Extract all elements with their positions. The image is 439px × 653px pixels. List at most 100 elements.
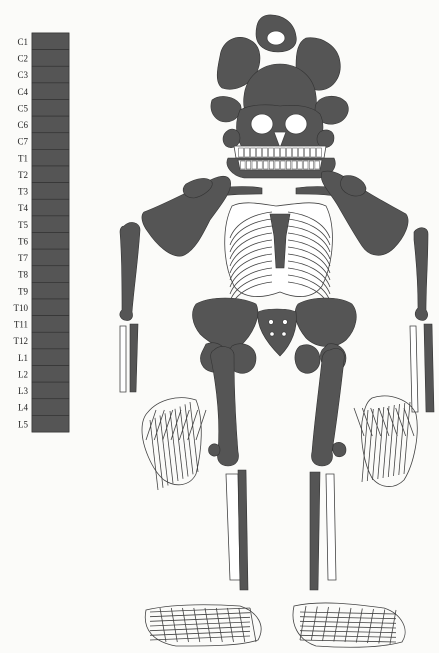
leg-left: [209, 347, 249, 590]
zygomatic-right: [317, 130, 334, 148]
sacral-foramen-3: [270, 332, 274, 336]
vertebra-cell-t8: [32, 266, 69, 283]
vertebra-label: C3: [17, 70, 28, 80]
foot-left: [145, 605, 261, 646]
hand-right-phalanx: [394, 404, 400, 476]
vertebra-label: C1: [17, 37, 28, 47]
leg-right: [310, 348, 346, 590]
vertebra-label: T10: [14, 303, 29, 313]
vertebra-cell-t6: [32, 233, 69, 250]
foot-right-phalanx: [300, 606, 306, 640]
hand-right-metacarpal: [354, 408, 364, 436]
sacral-foramen-2: [283, 320, 288, 325]
hand-right-metacarpal: [362, 408, 372, 436]
hand-right-phalanx: [373, 408, 379, 480]
ilium-left: [193, 298, 258, 348]
orbit-right: [285, 114, 307, 134]
foot-left-metatarsal: [150, 613, 250, 617]
sacral-foramen-4: [282, 332, 286, 336]
hand-right-phalanx: [383, 406, 389, 478]
vertebra-label: C2: [17, 54, 28, 64]
hand-right-outline: [361, 396, 417, 487]
vertebral-chart: C1C2C3C4C5C6C7T1T2T3T4T5T6T7T8T9T10T11T1…: [14, 33, 70, 432]
thorax: [225, 203, 333, 308]
patella-left: [209, 444, 221, 456]
upper-tooth: [311, 148, 316, 157]
vertebra-label: T11: [14, 320, 28, 330]
hand-right-phalanx: [388, 405, 394, 477]
vertebra-cell-l5: [32, 415, 69, 432]
vertebra-cell-t4: [32, 199, 69, 216]
vertebra-label: T3: [18, 187, 28, 197]
hand-right-phalanx: [404, 402, 410, 474]
foot-right-metatarsal: [300, 631, 396, 633]
skull-top-fontanelle: [267, 31, 285, 45]
vertebra-cell-c6: [32, 116, 69, 133]
upper-tooth: [305, 148, 310, 157]
arm-right: [410, 228, 434, 412]
foot-right-metatarsal: [300, 635, 396, 637]
vertebra-label: T5: [18, 220, 28, 230]
upper-tooth: [239, 148, 244, 157]
foot-left-metatarsal: [150, 617, 250, 621]
temporal-left: [211, 97, 241, 122]
vertebra-cell-t1: [32, 149, 69, 166]
orbit-left: [251, 114, 273, 134]
vertebra-cell-c3: [32, 66, 69, 83]
vertebra-cell-c5: [32, 100, 69, 117]
upper-tooth: [245, 148, 250, 157]
upper-tooth: [287, 148, 292, 157]
tibia-right: [310, 472, 320, 590]
lower-tooth: [252, 161, 257, 169]
vertebra-label: T12: [14, 336, 29, 346]
ulna-right: [424, 324, 434, 412]
hand-left-metacarpal: [146, 410, 156, 440]
lower-tooth: [292, 161, 297, 169]
vertebra-cell-t11: [32, 316, 69, 333]
vertebra-cell-c2: [32, 50, 69, 67]
upper-tooth: [257, 148, 262, 157]
vertebra-label: C5: [17, 103, 28, 113]
foot-right-phalanx: [390, 610, 396, 644]
vertebra-label: T4: [18, 203, 28, 213]
vertebra-label: T8: [18, 270, 28, 280]
fibula-left: [238, 470, 248, 590]
foot-left-phalanx: [205, 608, 211, 642]
vertebra-cell-c4: [32, 83, 69, 100]
vertebra-cell-c1: [32, 33, 69, 50]
vertebra-label: T1: [18, 153, 28, 163]
lower-tooth: [275, 161, 280, 169]
sacrum: [258, 309, 297, 356]
lower-tooth: [269, 161, 274, 169]
pubis-right: [295, 345, 320, 373]
lower-tooth: [281, 161, 286, 169]
vertebra-cell-t9: [32, 282, 69, 299]
humerus-left: [120, 223, 140, 321]
upper-tooth: [263, 148, 268, 157]
upper-tooth: [299, 148, 304, 157]
upper-tooth: [317, 148, 322, 157]
vertebra-label: L5: [18, 419, 28, 429]
ulna-left: [130, 324, 138, 392]
hand-left-metacarpal: [188, 410, 198, 440]
vertebra-cell-l1: [32, 349, 69, 366]
vertebra-cell-c7: [32, 133, 69, 150]
sacral-foramen-1: [269, 320, 274, 325]
foot-right-phalanx: [368, 609, 374, 643]
tibia-left: [226, 474, 240, 580]
humerus-right: [414, 228, 428, 321]
vertebra-cell-t3: [32, 183, 69, 200]
zygomatic-left: [223, 129, 240, 147]
lower-tooth: [304, 161, 309, 169]
upper-tooth: [281, 148, 286, 157]
lower-tooth: [309, 161, 314, 169]
arm-left: [120, 223, 140, 392]
vertebra-label: L4: [18, 403, 28, 413]
foot-left-metatarsal: [150, 627, 250, 631]
scapula-right: [321, 171, 408, 255]
hand-right-phalanx: [367, 409, 373, 481]
foot-right-metatarsal: [300, 640, 396, 642]
foot-right-metatarsal: [300, 612, 396, 614]
vertebra-label: L3: [18, 386, 28, 396]
